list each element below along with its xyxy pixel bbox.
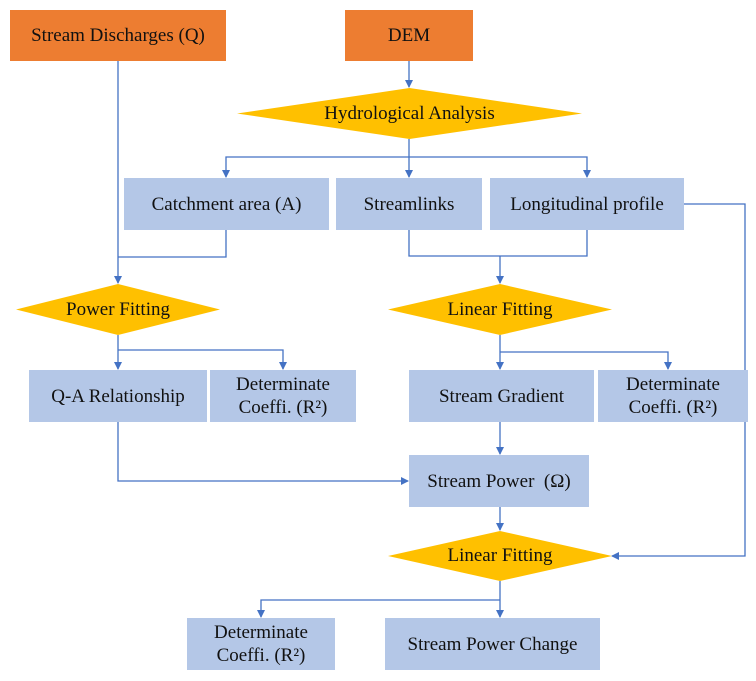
stream-power-change-node: Stream Power Change	[385, 618, 600, 670]
dem-label: DEM	[387, 25, 431, 46]
linear-fitting-label-2: Linear Fitting	[447, 545, 553, 566]
determinate-coeff-node-2: Determinate Coeffi. (R²)	[598, 370, 748, 422]
hydrological-analysis-label: Hydrological Analysis	[324, 102, 495, 124]
stream-discharges-node: Stream Discharges (Q)	[10, 10, 226, 61]
streamlinks-label: Streamlinks	[363, 193, 455, 215]
determinate-coeff-node-3: Determinate Coeffi. (R²)	[187, 618, 335, 670]
stream-gradient-label: Stream Gradient	[438, 385, 565, 407]
linear-fitting-diamond-2: Linear Fitting	[388, 531, 612, 581]
determinate-coeff-label-2b: Coeffi. (R²)	[628, 397, 718, 418]
edge-linfit2-det	[257, 599, 500, 618]
longitudinal-profile-label: Longitudinal profile	[510, 193, 664, 215]
linear-fitting-label-1: Linear Fitting	[447, 298, 553, 320]
stream-gradient-node: Stream Gradient	[409, 370, 594, 422]
edge-hydro-longitudinal	[409, 156, 591, 178]
edge-catchment-powerfit	[118, 230, 227, 258]
power-fitting-diamond: Power Fitting	[16, 284, 220, 335]
streamlinks-node: Streamlinks	[336, 178, 482, 230]
edge-linfit-det	[500, 351, 672, 370]
edge-streamlinks-linfit	[408, 230, 588, 257]
catchment-area-label: Catchment area (A)	[151, 193, 302, 215]
edge-hydro-catchment	[222, 156, 409, 178]
qa-relationship-label: Q-A Relationship	[51, 385, 185, 407]
stream-power-change-label: Stream Power Change	[407, 633, 578, 655]
stream-power-node: Stream Power (Ω)	[409, 455, 589, 507]
determinate-coeff-node-1: Determinate Coeffi. (R²)	[210, 370, 356, 422]
determinate-coeff-label-3b: Coeffi. (R²)	[216, 645, 306, 666]
linear-fitting-diamond-1: Linear Fitting	[388, 284, 612, 335]
determinate-coeff-label-3a: Determinate	[214, 622, 308, 643]
determinate-coeff-label-2a: Determinate	[626, 374, 720, 395]
stream-discharges-label: Stream Discharges (Q)	[31, 25, 205, 46]
qa-relationship-node: Q-A Relationship	[29, 370, 207, 422]
catchment-area-node: Catchment area (A)	[124, 178, 329, 230]
hydrological-analysis-diamond: Hydrological Analysis	[237, 88, 582, 139]
edge-powerfit-det	[118, 349, 287, 370]
determinate-coeff-label-1b: Coeffi. (R²)	[238, 397, 328, 418]
longitudinal-profile-node: Longitudinal profile	[490, 178, 684, 230]
stream-power-label: Stream Power (Ω)	[427, 470, 571, 492]
edge-qa-power	[117, 422, 409, 485]
dem-node: DEM	[345, 10, 473, 61]
determinate-coeff-label-1a: Determinate	[236, 374, 330, 395]
power-fitting-label: Power Fitting	[66, 298, 170, 320]
